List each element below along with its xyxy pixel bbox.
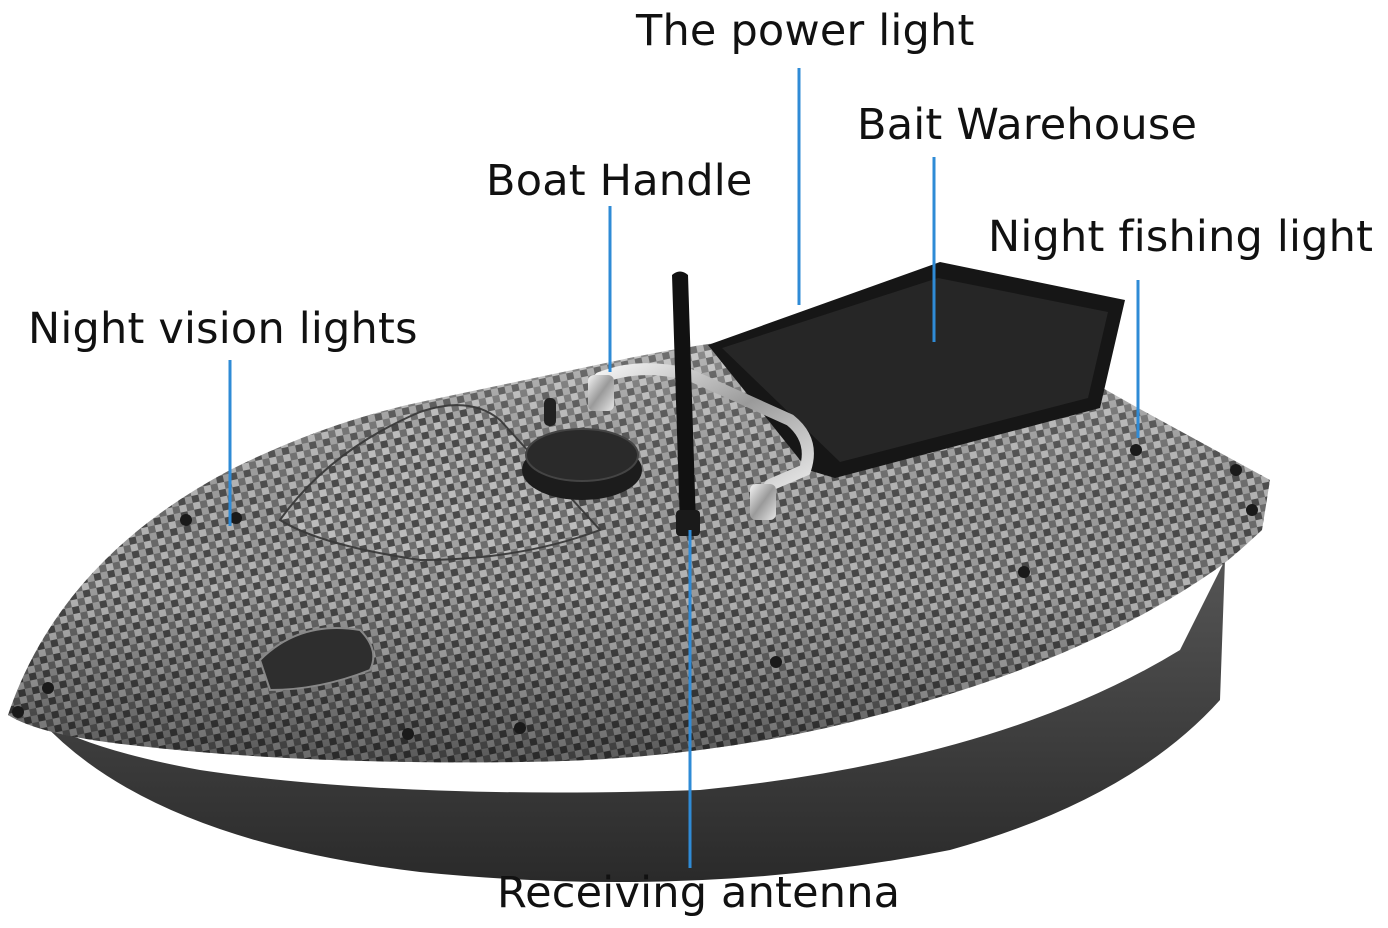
label-bait-warehouse: Bait Warehouse	[857, 100, 1198, 150]
hull-screws	[12, 444, 1258, 740]
lower-hull	[40, 560, 1225, 883]
round-cover-top	[525, 428, 639, 482]
bait-tray-inner	[722, 278, 1108, 462]
label-boat-handle: Boat Handle	[486, 156, 753, 206]
handle-post-right	[750, 484, 776, 520]
cockpit-hatch	[278, 404, 602, 562]
label-night-vision-lights: Night vision lights	[28, 304, 418, 354]
antenna-base	[676, 510, 700, 536]
switch-knob	[544, 398, 556, 426]
label-night-fishing-light: Night fishing light	[988, 212, 1374, 262]
front-vent	[258, 627, 375, 692]
handle-post-left	[588, 375, 614, 411]
label-power-light: The power light	[636, 6, 975, 56]
label-receiving-antenna: Receiving antenna	[497, 868, 901, 918]
antenna-shape	[672, 271, 696, 527]
